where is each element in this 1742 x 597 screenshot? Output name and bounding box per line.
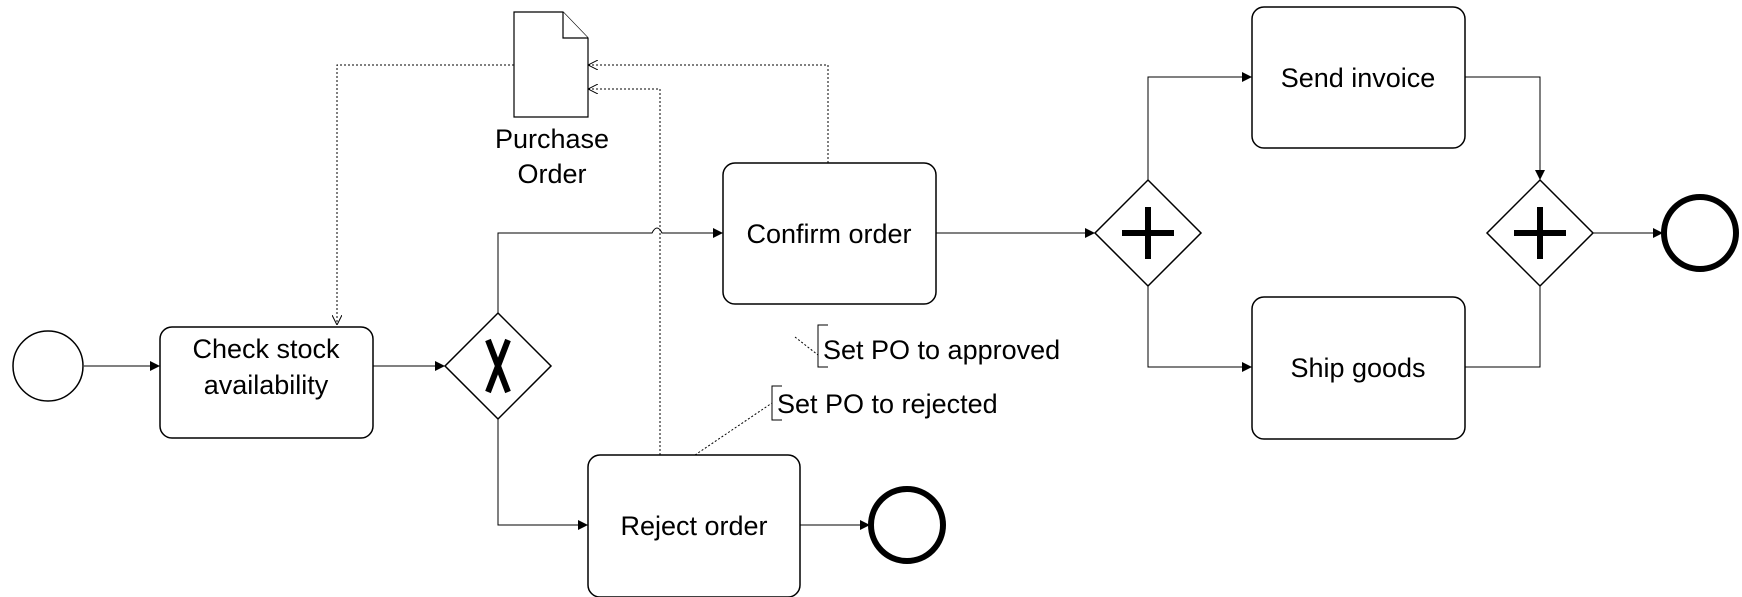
flow-invoice-to-join [1465,76,1545,180]
flow-xor-to-confirm [497,227,723,313]
sequence-flows [84,72,1663,530]
task-ship-goods[interactable]: Ship goods [1251,296,1466,440]
task-reject-order[interactable]: Reject order [587,454,801,597]
parallel-gateway-split-plus-icon [1122,207,1174,259]
association-reject-to-po [588,89,661,455]
annotation-set-po-rejected[interactable]: Set PO to rejected [771,385,998,421]
data-object-purchase-order[interactable]: Purchase Order [495,11,609,189]
exclusive-gateway[interactable] [443,311,553,421]
data-associations [337,64,829,456]
task-send-invoice-label: Send invoice [1281,63,1436,93]
flow-xor-to-reject [497,419,588,530]
exclusive-gateway-x-icon [485,338,511,394]
task-confirm-order-label: Confirm order [746,219,911,249]
end-event-rejected[interactable] [868,486,946,564]
task-reject-order-label: Reject order [620,511,767,541]
task-check-stock-label-line1: Check stock [192,334,340,364]
task-check-stock-label-line2: availability [204,370,329,400]
annotation-rejected-text: Set PO to rejected [777,389,998,419]
end-event-completed[interactable] [1661,194,1739,272]
data-object-label-line2: Order [517,159,586,189]
parallel-gateway-split[interactable] [1093,178,1203,288]
association-po-to-check [337,64,514,325]
association-confirm-annotation [794,336,819,356]
flow-ship-to-join [1465,286,1541,368]
parallel-gateway-join[interactable] [1485,178,1595,288]
start-event[interactable] [12,330,84,402]
association-reject-annotation [694,402,773,456]
flow-split-to-ship [1147,286,1252,372]
task-send-invoice[interactable]: Send invoice [1251,6,1466,149]
task-ship-goods-label: Ship goods [1290,353,1425,383]
parallel-gateway-join-plus-icon [1514,207,1566,259]
task-confirm-order[interactable]: Confirm order [722,162,937,305]
task-check-stock[interactable]: Check stock availability [159,326,374,439]
data-object-label-line1: Purchase [495,124,609,154]
association-confirm-to-po [588,65,829,163]
flow-split-to-invoice [1147,72,1252,180]
annotation-approved-text: Set PO to approved [823,335,1060,365]
annotation-set-po-approved[interactable]: Set PO to approved [817,324,1060,368]
